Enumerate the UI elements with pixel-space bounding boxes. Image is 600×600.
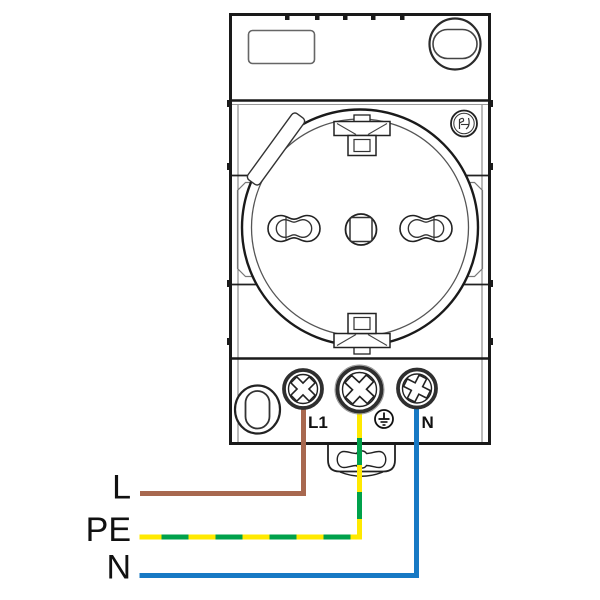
terminal-label-neutral: N: [422, 413, 434, 432]
socket-section: [232, 108, 488, 355]
live-wire: [140, 406, 306, 496]
socket-hole-center: [344, 213, 378, 246]
top-knockout-slot: [432, 28, 478, 60]
terminal-screw-neutral: [396, 367, 438, 410]
wire-label-earth: PE: [86, 511, 131, 549]
mounting-hole: [233, 384, 282, 435]
terminal-screws: L1 N: [282, 364, 438, 432]
phillips-screw-head-icon: [343, 373, 376, 406]
certification-mark-icon: [450, 109, 478, 138]
terminal-screw-live: [282, 368, 324, 410]
wire-label-live: L: [112, 469, 131, 507]
terminal-label-live: L1: [308, 413, 328, 432]
label-window: [247, 29, 316, 65]
earth-contact-top: [333, 114, 391, 157]
side-notches: [227, 100, 493, 345]
top-edge-ticks: [285, 16, 405, 20]
neutral-wire: [139, 406, 419, 578]
indicator-slot: [246, 112, 306, 186]
earth-wire-stripe: [139, 412, 362, 540]
socket-hole-left: [267, 214, 321, 243]
phillips-screw-head-icon: [402, 373, 432, 404]
socket-hole-right: [399, 214, 453, 243]
wire-labels: L PE N: [86, 469, 131, 587]
earth-symbol-icon: [374, 409, 394, 429]
terminal-screw-earth: [334, 364, 385, 415]
wires: [139, 406, 419, 578]
phillips-screw-head-icon: [289, 375, 317, 403]
wire-label-neutral: N: [106, 549, 131, 587]
top-section: [247, 17, 482, 71]
